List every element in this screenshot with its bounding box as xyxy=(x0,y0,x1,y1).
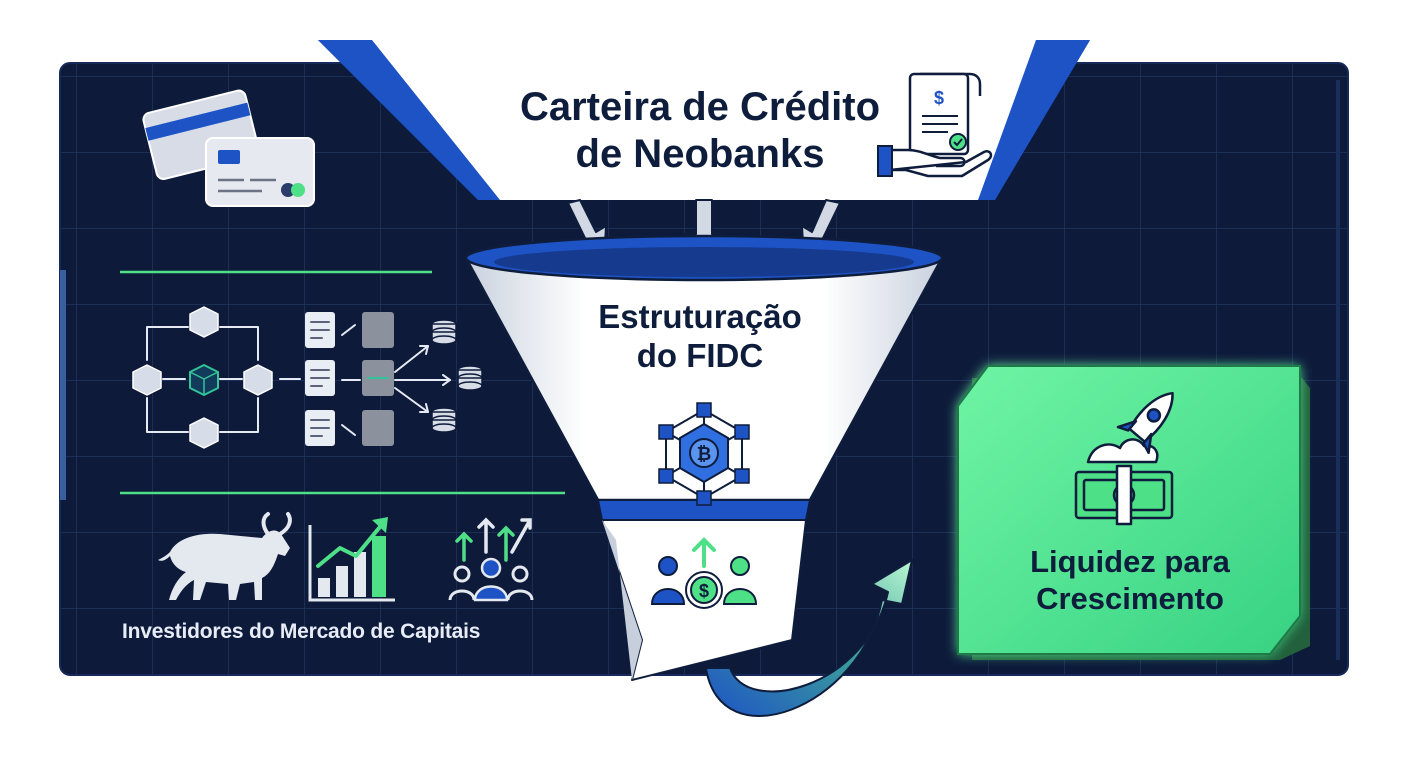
credit-portfolio-title-line1: Carteira de Crédito xyxy=(519,85,881,129)
liquidity-title: Liquidez para Crescimento xyxy=(970,544,1290,617)
fidc-title-line2: do FIDC xyxy=(636,336,764,374)
credit-cards-icon xyxy=(142,89,315,207)
growth-curve-arrow xyxy=(705,559,913,717)
investors-label: Investidores do Mercado de Capitais xyxy=(122,620,481,643)
credit-portfolio-title-line2: de Neobanks xyxy=(575,132,825,177)
blockchain-data-flow-icon xyxy=(132,306,483,449)
rocket-money-icon: $ xyxy=(1074,391,1174,526)
liquidity-title-line1: Liquidez para xyxy=(1030,544,1230,579)
investor-group-growth-icon xyxy=(448,517,534,602)
investor-dollar-icon: $ xyxy=(650,537,758,609)
credit-portfolio-title: Carteira de Crédito de Neobanks xyxy=(470,84,930,178)
svg-text:₿: ₿ xyxy=(697,444,712,464)
bull-icon xyxy=(158,512,292,600)
liquidity-title-line2: Crescimento xyxy=(1036,580,1224,616)
receipt-hand-icon: $ xyxy=(877,72,993,178)
svg-text:$: $ xyxy=(699,581,709,601)
fidc-title-line1: Estruturação xyxy=(598,298,802,335)
fidc-structuring-title: Estruturação do FIDC xyxy=(545,298,855,376)
growth-bar-chart-icon xyxy=(308,517,395,602)
svg-text:$: $ xyxy=(934,88,944,108)
blockchain-network-icon: ₿ xyxy=(658,402,750,506)
